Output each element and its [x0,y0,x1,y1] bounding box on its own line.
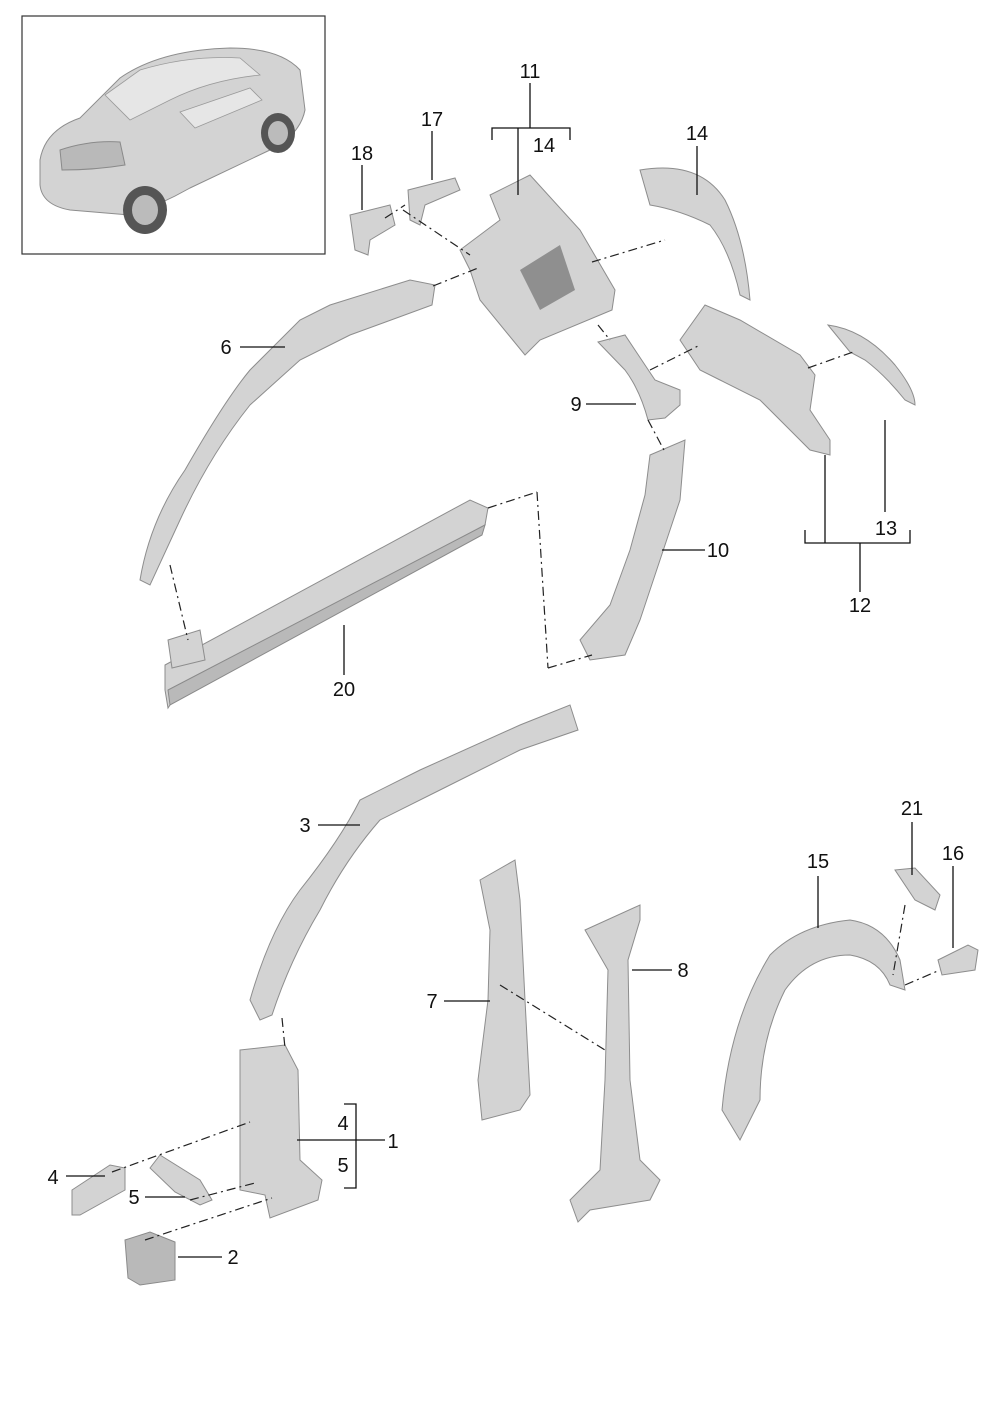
callout-14: 14 [686,123,708,145]
callout-15: 15 [807,851,829,873]
callout-4-bracket: 4 [337,1113,348,1135]
callout-20: 20 [333,679,355,701]
callout-4: 4 [47,1167,58,1189]
part-6-a-pillar-upper [139,279,436,586]
car-illustration [39,47,306,234]
part-16-bracket [937,944,979,976]
part-13-rear-quarter-extension [826,324,916,406]
part-20-side-sill [164,499,489,710]
part-8-b-pillar-outer [569,904,661,1223]
part-14-roof-rail-rear [639,167,751,301]
callout-17: 17 [421,109,443,131]
part-1-a-pillar-lower [239,1044,323,1219]
callout-11: 11 [520,61,541,83]
callout-8: 8 [677,960,688,982]
callout-3: 3 [299,815,310,837]
callout-16: 16 [942,843,964,865]
callout-13: 13 [875,518,897,540]
callout-21: 21 [901,798,923,820]
callout-12: 12 [849,595,871,617]
part-17-bracket [407,177,461,226]
part-20-bracket [167,629,206,669]
part-18-bracket [349,204,396,256]
callouts: 11 14 17 18 14 6 9 10 13 12 20 3 21 15 1… [47,61,964,1269]
vehicle-thumbnail [21,15,326,255]
part-4-bracket [71,1164,126,1216]
callout-6: 6 [220,337,231,359]
part-3-a-pillar-inner [249,704,579,1021]
callout-18: 18 [351,143,373,165]
callout-10: 10 [707,540,729,562]
callout-9: 9 [570,394,581,416]
callout-1: 1 [387,1131,398,1153]
part-9-b-pillar-upper [597,334,681,421]
callout-2: 2 [227,1247,238,1269]
part-7-b-pillar-inner [477,859,531,1121]
part-11-a-pillar-node [459,174,616,356]
assembly-lines [111,204,941,1241]
part-10-b-pillar-reinforcement [579,439,686,661]
callout-7: 7 [426,991,437,1013]
part-2-block [124,1231,176,1286]
part-15-wheel-arch [721,919,906,1142]
leader-lines [66,83,954,1258]
callout-5: 5 [128,1187,139,1209]
part-12-rear-quarter [679,304,831,456]
part-21-bracket [894,867,941,911]
part-5-bracket [149,1154,213,1206]
callout-14-bracket: 14 [533,135,555,157]
callout-5-bracket: 5 [337,1155,348,1177]
